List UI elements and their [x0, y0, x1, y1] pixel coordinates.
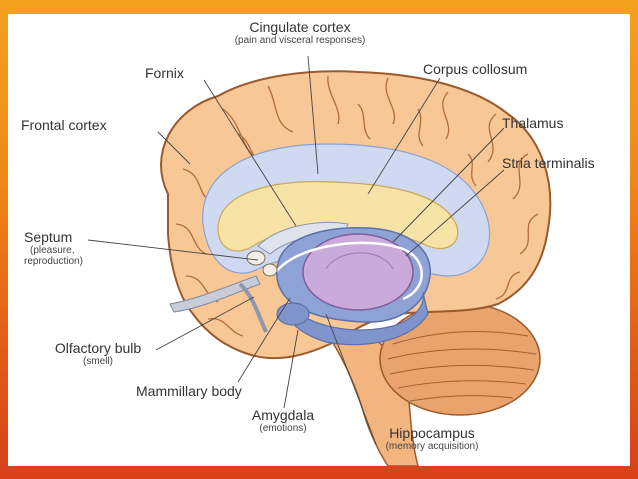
septum-note-line2: reproduction) [24, 256, 83, 268]
amygdala-shape [276, 302, 310, 326]
olfactory-bulb-note: (smell) [83, 356, 113, 368]
diagram-frame: Cingulate cortex (pain and visceral resp… [8, 14, 630, 466]
hippocampus-shape [285, 291, 429, 346]
olfactory-tract [169, 275, 261, 313]
mammillary-tract [238, 282, 268, 333]
leader-lines [87, 55, 505, 445]
mammillary-body-label: Mammillary body [136, 383, 242, 399]
frontal-cortex-label: Frontal cortex [21, 117, 107, 133]
cingulate-cortex-label: Cingulate cortex (pain and visceral resp… [220, 19, 380, 47]
stria-terminalis-loop [275, 241, 423, 301]
stria-terminalis-label: Stria terminalis [502, 155, 595, 171]
hippocampus-label: Hippocampus (memory acquisition) [362, 425, 502, 453]
thalamus-label: Thalamus [502, 115, 564, 131]
fornix-label: Fornix [145, 65, 184, 81]
septum-note-line1: (pleasure, [30, 245, 75, 257]
olfactory-bulb-label: Olfactory bulb (smell) [38, 340, 158, 368]
cerebellum [379, 302, 541, 416]
septum-label: Septum (pleasure, reproduction) [24, 229, 83, 268]
cingulate-cortex-name: Cingulate cortex [249, 19, 351, 35]
amygdala-label: Amygdala (emotions) [233, 407, 333, 435]
thalamus-shape [302, 233, 414, 311]
brain-illustration [87, 55, 552, 466]
olfactory-bulb-name: Olfactory bulb [54, 340, 142, 356]
hippocampus-name: Hippocampus [389, 425, 475, 441]
septum-name: Septum [24, 229, 73, 245]
septum-body [246, 250, 266, 266]
mammillary-body-shape [262, 263, 278, 277]
corpus-collosum-label: Corpus collosum [423, 61, 528, 77]
amygdala-name: Amygdala [251, 407, 315, 423]
amygdala-note: (emotions) [259, 423, 307, 435]
hippocampus-note: (memory acquisition) [385, 441, 479, 453]
cingulate-cortex-note: (pain and visceral responses) [234, 35, 366, 47]
